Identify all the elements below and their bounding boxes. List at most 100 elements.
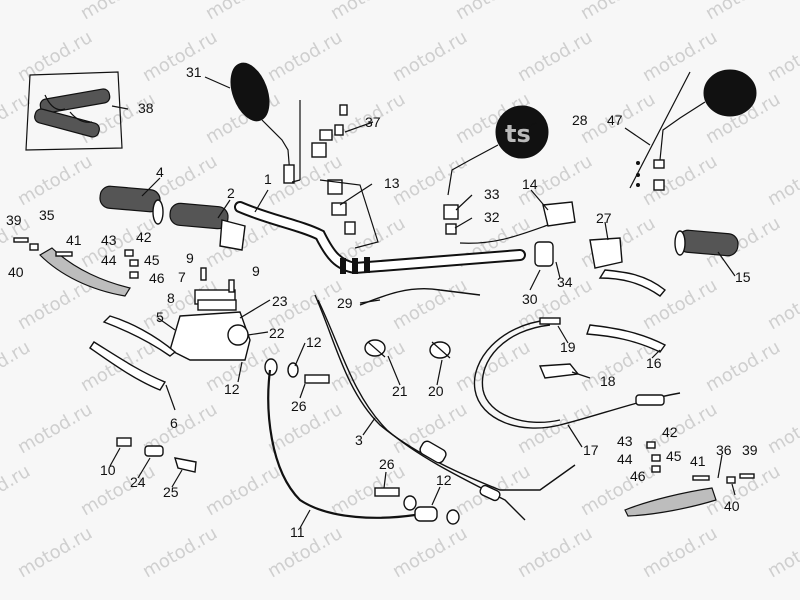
watermark-text: motod.ru [764, 523, 800, 582]
handguard-left-35 [39, 247, 131, 297]
callout-6: 6 [170, 415, 178, 431]
callout-43-left: 43 [101, 232, 117, 248]
watermark-text: motod.ru [514, 27, 596, 86]
callout-15: 15 [735, 269, 751, 285]
callout-12-left: 12 [224, 381, 240, 397]
callout-26-bottom: 26 [379, 456, 395, 472]
callout-40-right: 40 [724, 498, 740, 514]
mirror-right-47 [629, 69, 757, 191]
callout-36: 36 [716, 442, 732, 458]
watermark-text: motod.ru [639, 27, 721, 86]
watermark-text: motod.ru [702, 337, 784, 396]
callout-27: 27 [596, 210, 612, 226]
callout-41-right: 41 [690, 453, 706, 469]
watermark-text: motod.ru [577, 0, 659, 24]
callout-34: 34 [557, 274, 573, 290]
watermark-text: motod.ru [764, 399, 800, 458]
callout-23: 23 [272, 293, 288, 309]
throttle-grip-2 [169, 202, 246, 251]
callout-4: 4 [156, 164, 164, 180]
lever-16 [586, 324, 667, 353]
handlebar-1 [234, 201, 526, 275]
callout-32: 32 [484, 209, 500, 225]
watermark-text: motod.ru [327, 0, 409, 24]
bolts-9 [200, 267, 235, 293]
watermark-text: motod.ru [0, 461, 34, 520]
callout-16: 16 [646, 355, 662, 371]
callout-13: 13 [384, 175, 400, 191]
clamp-20 [429, 341, 451, 359]
watermark-text: motod.ru [139, 523, 221, 582]
callout-1: 1 [264, 171, 272, 187]
callout-33: 33 [484, 186, 500, 202]
watermark-text: motod.ru [764, 151, 800, 210]
callout-25: 25 [163, 484, 179, 500]
callout-21: 21 [392, 383, 408, 399]
bushing-33 [443, 204, 459, 235]
callout-39-left: 39 [6, 212, 22, 228]
callout-31: 31 [186, 64, 202, 80]
watermark-text: motod.ru [14, 151, 96, 210]
callout-22: 22 [269, 325, 285, 341]
callouts: 31 38 37 13 1 4 2 28 47 33 32 14 27 15 3… [6, 64, 758, 540]
watermark-text: motod.ru [764, 27, 800, 86]
watermark-text: motod.ru [139, 27, 221, 86]
callout-42-left: 42 [136, 229, 152, 245]
watermark-text: motod.ru [77, 461, 159, 520]
callout-46-left: 46 [149, 270, 165, 286]
callout-47: 47 [607, 112, 623, 128]
callout-10: 10 [100, 462, 116, 478]
callout-28: 28 [572, 112, 588, 128]
callout-40-left: 40 [8, 264, 24, 280]
watermark-text: motod.ru [0, 0, 34, 24]
mirror-right-28 [447, 105, 549, 196]
watermark-text: motod.ru [264, 27, 346, 86]
brand-mark: ts [505, 120, 531, 148]
callout-3: 3 [355, 432, 363, 448]
callout-30: 30 [522, 291, 538, 307]
housing-30 [534, 241, 554, 267]
sensor-18 [538, 363, 580, 379]
callout-46-right: 46 [630, 468, 646, 484]
switch-14 [459, 201, 576, 244]
callout-41-left: 41 [66, 232, 82, 248]
watermark-text: motod.ru [389, 275, 471, 334]
watermark-text: motod.ru [389, 151, 471, 210]
lever-27 [589, 237, 666, 297]
callout-7: 7 [178, 269, 186, 285]
watermark-text: motod.ru [202, 461, 284, 520]
callout-17: 17 [583, 442, 599, 458]
callout-26-top: 26 [291, 398, 307, 414]
watermark-text: motod.ru [14, 27, 96, 86]
inset-grips-38 [25, 71, 123, 151]
grip-left-4 [99, 185, 164, 225]
watermark-text: motod.ru [77, 0, 159, 24]
callout-12-top: 12 [306, 334, 322, 350]
callout-38: 38 [138, 100, 154, 116]
watermark-text: motod.ru [389, 27, 471, 86]
mirror-left-31 [230, 62, 295, 184]
handguard-right-36 [624, 487, 717, 517]
callout-45-left: 45 [144, 252, 160, 268]
grip-right-15 [674, 229, 739, 257]
callout-9-left: 9 [186, 250, 194, 266]
watermark-text: motod.ru [639, 151, 721, 210]
callout-39-right: 39 [742, 442, 758, 458]
adjuster-19 [539, 317, 561, 325]
watermark-text: motod.ru [514, 523, 596, 582]
watermark-text: motod.ru [14, 523, 96, 582]
fasteners-left [13, 237, 139, 279]
watermark-text: motod.ru [202, 0, 284, 24]
watermark-text: motod.ru [389, 523, 471, 582]
mount-kit-37 [291, 100, 348, 183]
throttle-cable-17 [473, 319, 681, 429]
callout-14: 14 [522, 176, 538, 192]
callout-12-bottom: 12 [436, 472, 452, 488]
callout-19: 19 [560, 339, 576, 355]
callout-37: 37 [365, 114, 381, 130]
washers-12 [264, 358, 460, 525]
master-cylinder-5 [169, 289, 251, 361]
mount-kit-13 [319, 179, 379, 249]
callout-18: 18 [600, 373, 616, 389]
